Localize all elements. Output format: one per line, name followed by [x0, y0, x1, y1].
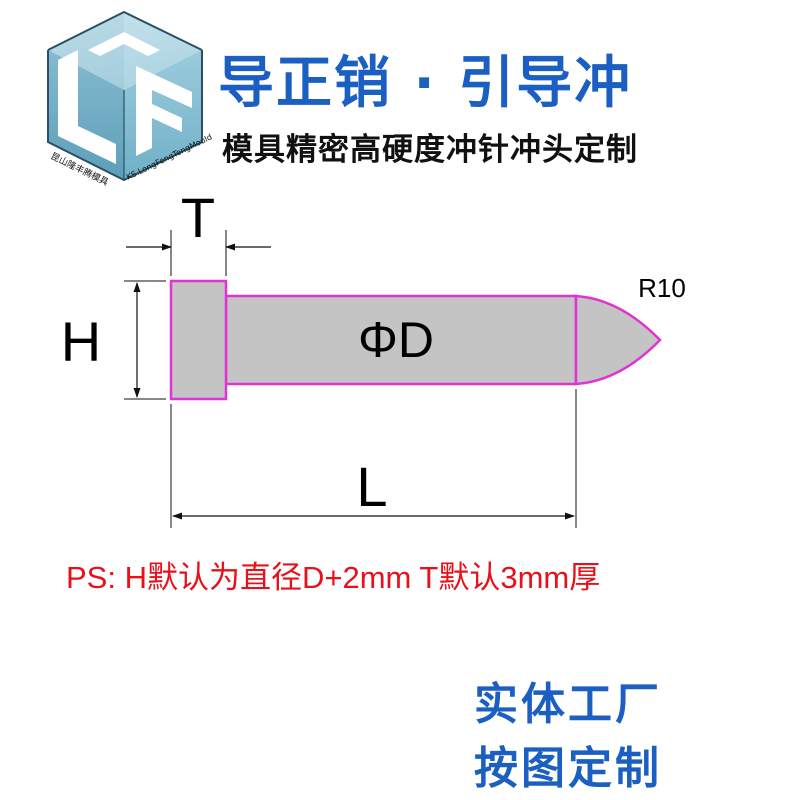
pin-tip-r10	[574, 294, 662, 386]
company-logo: 昆山隆丰腾模具 KS.LongFengTengMould	[47, 10, 212, 188]
dimension-label-d: ΦD	[358, 312, 434, 368]
logo-letter-t	[88, 32, 160, 56]
pin-shaft	[224, 294, 578, 386]
page-title: 导正销 · 引导冲	[218, 51, 633, 116]
factory-slogan-line2: 按图定制	[474, 743, 662, 794]
dimension-label-l: L	[356, 455, 387, 518]
dimension-label-h: H	[61, 310, 101, 373]
pin-head	[169, 279, 228, 401]
dimension-label-r: R10	[638, 273, 686, 303]
logo-letter-f	[136, 66, 192, 156]
default-dimensions-note: PS: H默认为直径D+2mm T默认3mm厚	[66, 560, 601, 595]
dimension-label-t: T	[181, 186, 215, 249]
page-subtitle: 模具精密高硬度冲针冲头定制	[222, 132, 638, 168]
logo-letter-l	[58, 50, 116, 164]
factory-slogan-line1: 实体工厂	[474, 679, 662, 730]
